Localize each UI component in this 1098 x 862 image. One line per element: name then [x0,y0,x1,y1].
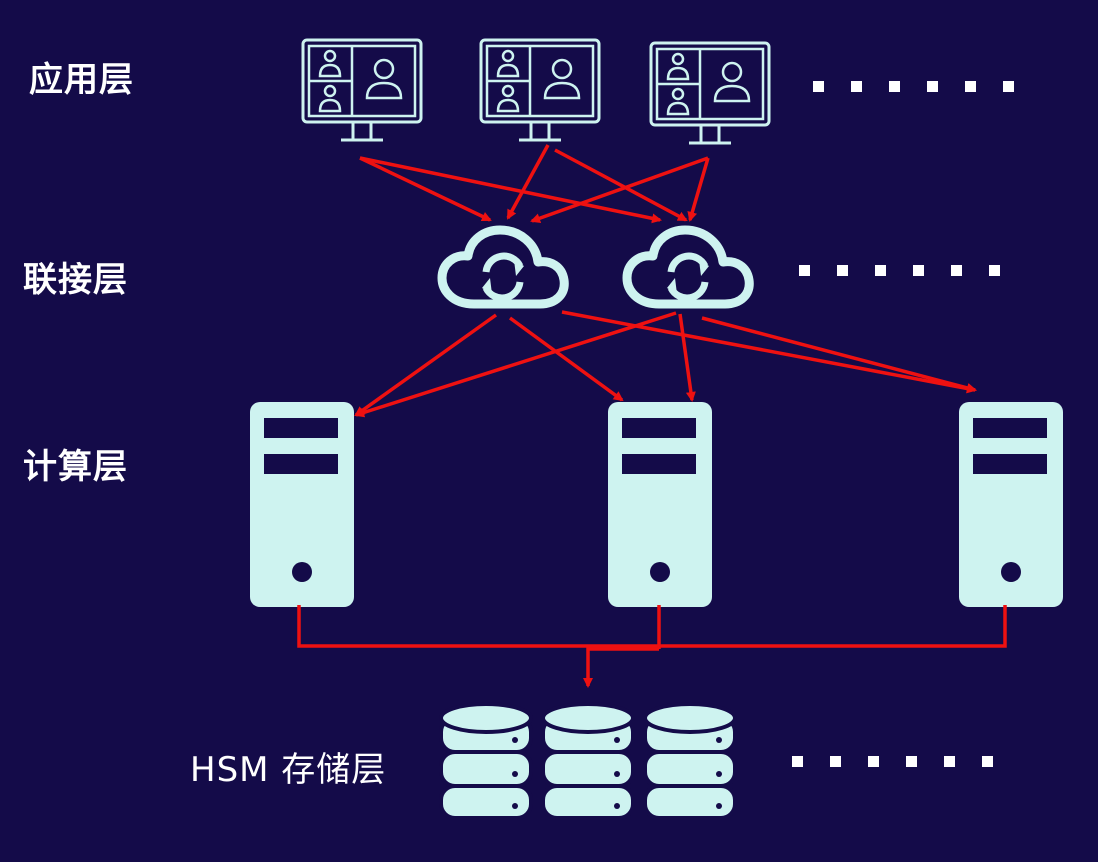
server-tower-icon [959,402,1063,607]
connector-bus [297,605,1007,648]
connector-line [354,313,498,417]
connectors-application-to-connection [359,144,710,224]
connector-line [583,647,659,688]
video-conference-monitor-icon [301,38,423,142]
cloud-sync-icon [627,230,749,304]
server-tower-icon [608,402,712,607]
database-stack-icon [643,702,737,820]
layer-label-storage: HSM 存储层 [190,750,387,790]
dot-mark [1003,81,1014,92]
dot-mark [813,81,824,92]
video-conference-monitor-icon [479,38,601,142]
connector-line [701,316,977,393]
connector-line [678,313,696,402]
layer-label-compute: 计算层 [23,447,128,487]
connectors-connection-to-compute [354,310,977,418]
connector-line [359,156,662,224]
connector-line [687,157,710,222]
dot-mark [982,756,993,767]
dot-mark [875,265,886,276]
dot-mark [868,756,879,767]
dot-mark [889,81,900,92]
connector-line [359,156,492,222]
dot-mark [792,756,803,767]
connector-line [506,144,550,220]
connector-line [561,310,977,394]
database-stack-icon [541,702,635,820]
database-stack-icon [439,702,533,820]
dot-mark [951,265,962,276]
connector-line [508,316,624,402]
dot-mark [944,756,955,767]
ellipsis-dots [799,265,1000,276]
connector-line [554,148,688,222]
ellipsis-dots [792,756,993,767]
layer-label-application: 应用层 [29,60,134,100]
video-conference-monitor-icon [649,41,771,145]
dot-mark [913,265,924,276]
server-tower-icon [250,402,354,607]
dot-mark [965,81,976,92]
connector-line [354,311,677,418]
dot-mark [927,81,938,92]
connectors-compute-to-storage [297,605,1007,688]
dot-mark [906,756,917,767]
dot-mark [830,756,841,767]
dot-mark [851,81,862,92]
dot-mark [989,265,1000,276]
cloud-sync-icon [442,230,564,304]
dot-mark [837,265,848,276]
dot-mark [799,265,810,276]
ellipsis-dots [813,81,1014,92]
layer-label-connection: 联接层 [23,260,128,300]
connector-line [530,156,709,224]
